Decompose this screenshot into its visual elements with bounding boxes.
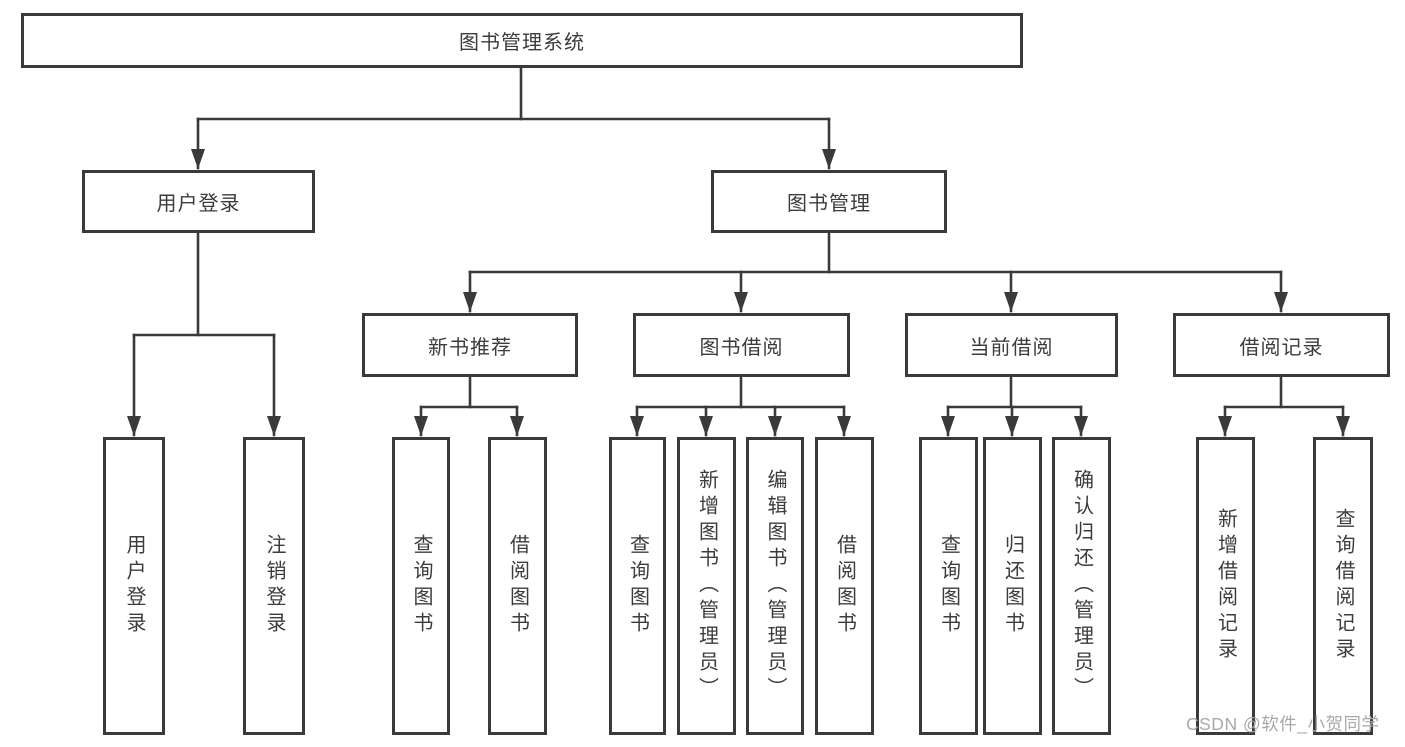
- leaf-query-borrow-record: 查询借阅记录: [1313, 437, 1373, 735]
- leaf-borrow-books-label: 借阅图书: [833, 534, 856, 638]
- leaf-query-books-borrow-label: 查询图书: [626, 534, 649, 638]
- leaf-logout-login: 注销登录: [243, 437, 305, 735]
- leaf-confirm-return-admin: 确认归还（管理员）: [1052, 437, 1111, 735]
- leaf-borrow-books: 借阅图书: [815, 437, 874, 735]
- leaf-add-books-admin-label: 新增图书（管理员）: [695, 469, 718, 703]
- borrow-records-label: 借阅记录: [1239, 336, 1324, 359]
- node-current-borrow: 当前借阅: [905, 313, 1118, 377]
- leaf-logout-login-label: 注销登录: [263, 534, 285, 638]
- book-borrow-label: 图书借阅: [699, 336, 784, 359]
- node-borrow-records: 借阅记录: [1173, 313, 1390, 377]
- node-root-system: 图书管理系统: [21, 13, 1023, 68]
- leaf-add-borrow-record: 新增借阅记录: [1196, 437, 1255, 735]
- leaf-query-books-current: 查询图书: [919, 437, 978, 735]
- leaf-return-books: 归还图书: [983, 437, 1042, 735]
- leaf-query-borrow-record-label: 查询借阅记录: [1332, 508, 1354, 664]
- leaf-user-login-label: 用户登录: [123, 534, 145, 638]
- current-borrow-label: 当前借阅: [969, 336, 1054, 359]
- node-book-borrow: 图书借阅: [633, 313, 850, 377]
- leaf-query-books-recommend: 查询图书: [392, 437, 450, 735]
- leaf-query-books-current-label: 查询图书: [937, 534, 960, 638]
- node-new-book-recommend: 新书推荐: [362, 313, 578, 377]
- node-book-management: 图书管理: [711, 170, 947, 233]
- node-user-login: 用户登录: [82, 170, 315, 233]
- root-system-label: 图书管理系统: [459, 32, 585, 54]
- leaf-borrow-books-recommend-label: 借阅图书: [506, 534, 529, 638]
- leaf-query-books-recommend-label: 查询图书: [410, 534, 432, 638]
- leaf-query-books-borrow: 查询图书: [609, 437, 666, 735]
- leaf-add-books-admin: 新增图书（管理员）: [677, 437, 736, 735]
- leaf-add-borrow-record-label: 新增借阅记录: [1214, 508, 1237, 664]
- csdn-watermark: CSDN @软件_小贺同学: [1186, 714, 1380, 734]
- leaf-borrow-books-recommend: 借阅图书: [488, 437, 547, 735]
- user-login-label: 用户登录: [156, 193, 241, 215]
- leaf-edit-books-admin-label: 编辑图书（管理员）: [764, 469, 786, 703]
- new-book-recommend-label: 新书推荐: [428, 336, 512, 359]
- leaf-user-login: 用户登录: [103, 437, 165, 735]
- leaf-return-books-label: 归还图书: [1001, 534, 1024, 638]
- book-management-label: 图书管理: [787, 193, 871, 215]
- leaf-confirm-return-admin-label: 确认归还（管理员）: [1070, 469, 1093, 703]
- leaf-edit-books-admin: 编辑图书（管理员）: [746, 437, 804, 735]
